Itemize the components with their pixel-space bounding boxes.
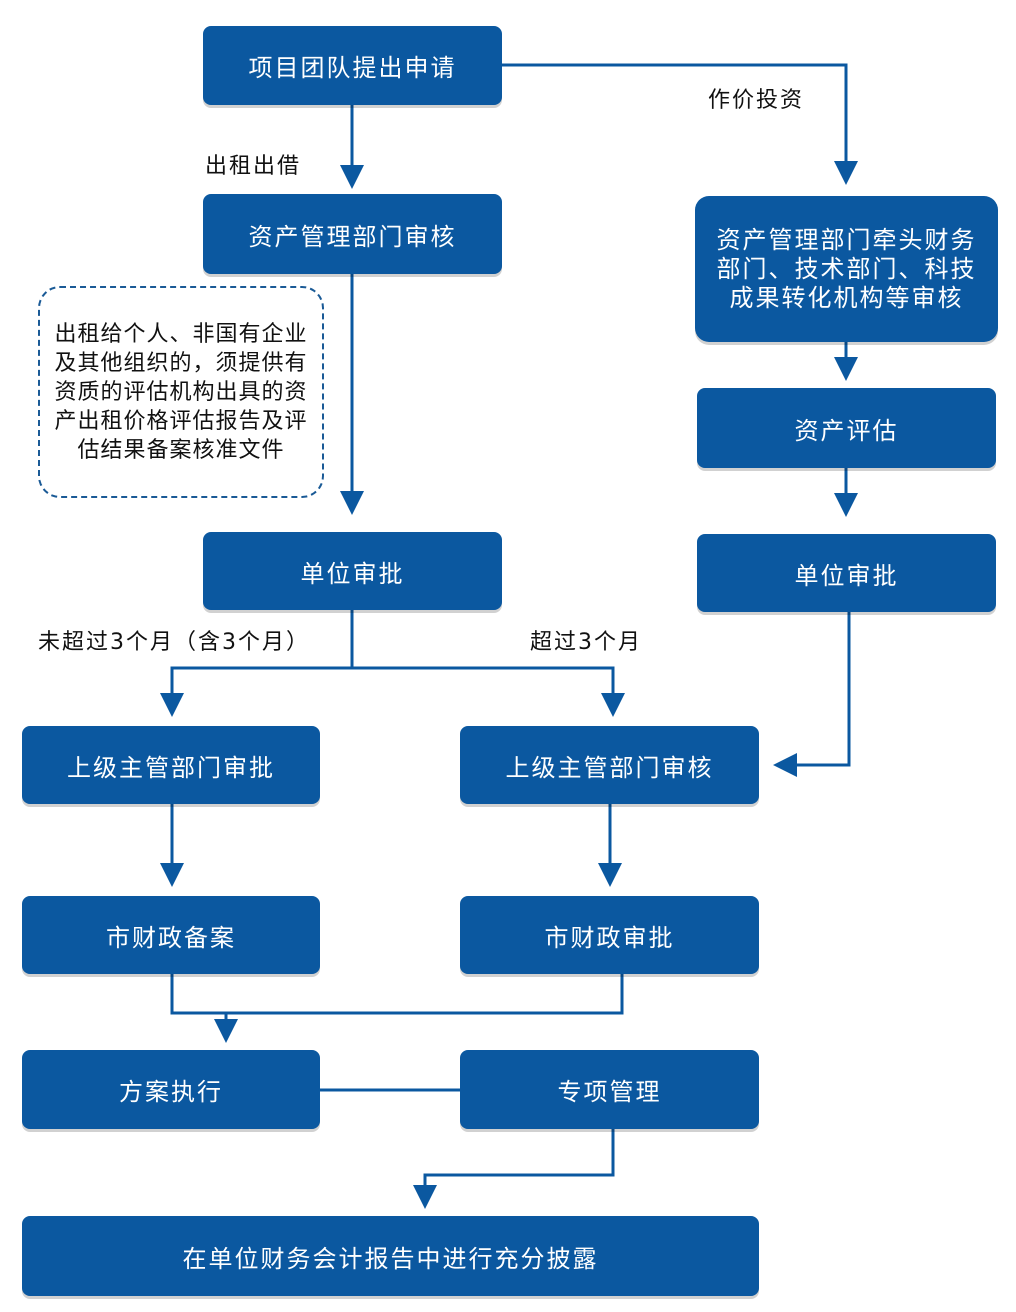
node-apply: 项目团队提出申请 <box>203 26 502 105</box>
arrow-special-to-disclosure <box>413 1129 615 1209</box>
node-review-left: 资产管理部门审核 <box>203 194 502 274</box>
connector-merge <box>170 974 624 1015</box>
node-disclosure: 在单位财务会计报告中进行充分披露 <box>22 1216 759 1296</box>
label-within-3-months: 未超过3个月（含3个月） <box>38 630 310 655</box>
label-investment: 作价投资 <box>708 88 805 113</box>
node-superior-review: 上级主管部门审核 <box>460 726 759 804</box>
node-plan-execution: 方案执行 <box>22 1050 320 1129</box>
node-finance-approval: 市财政审批 <box>460 896 759 974</box>
label-lease: 出租出借 <box>205 154 302 179</box>
node-unit-approval-left: 单位审批 <box>203 532 502 610</box>
node-special-management: 专项管理 <box>460 1050 759 1129</box>
arrow-apply-to-right-review <box>502 63 858 185</box>
node-unit-approval-right: 单位审批 <box>697 534 996 612</box>
label-over-3-months: 超过3个月 <box>530 630 642 655</box>
arrow-split-right <box>352 666 625 717</box>
node-review-right: 资产管理部门牵头财务部门、技术部门、科技成果转化机构等审核 <box>695 196 998 342</box>
note-lease-requirement: 出租给个人、非国有企业及其他组织的，须提供有资质的评估机构出具的资产出租价格评估… <box>38 286 324 498</box>
arrow-right-unit-to-superior-review <box>773 612 851 777</box>
node-finance-filing: 市财政备案 <box>22 896 320 974</box>
node-superior-approval: 上级主管部门审批 <box>22 726 320 804</box>
node-evaluation: 资产评估 <box>697 388 996 468</box>
arrow-split-left <box>160 666 352 717</box>
